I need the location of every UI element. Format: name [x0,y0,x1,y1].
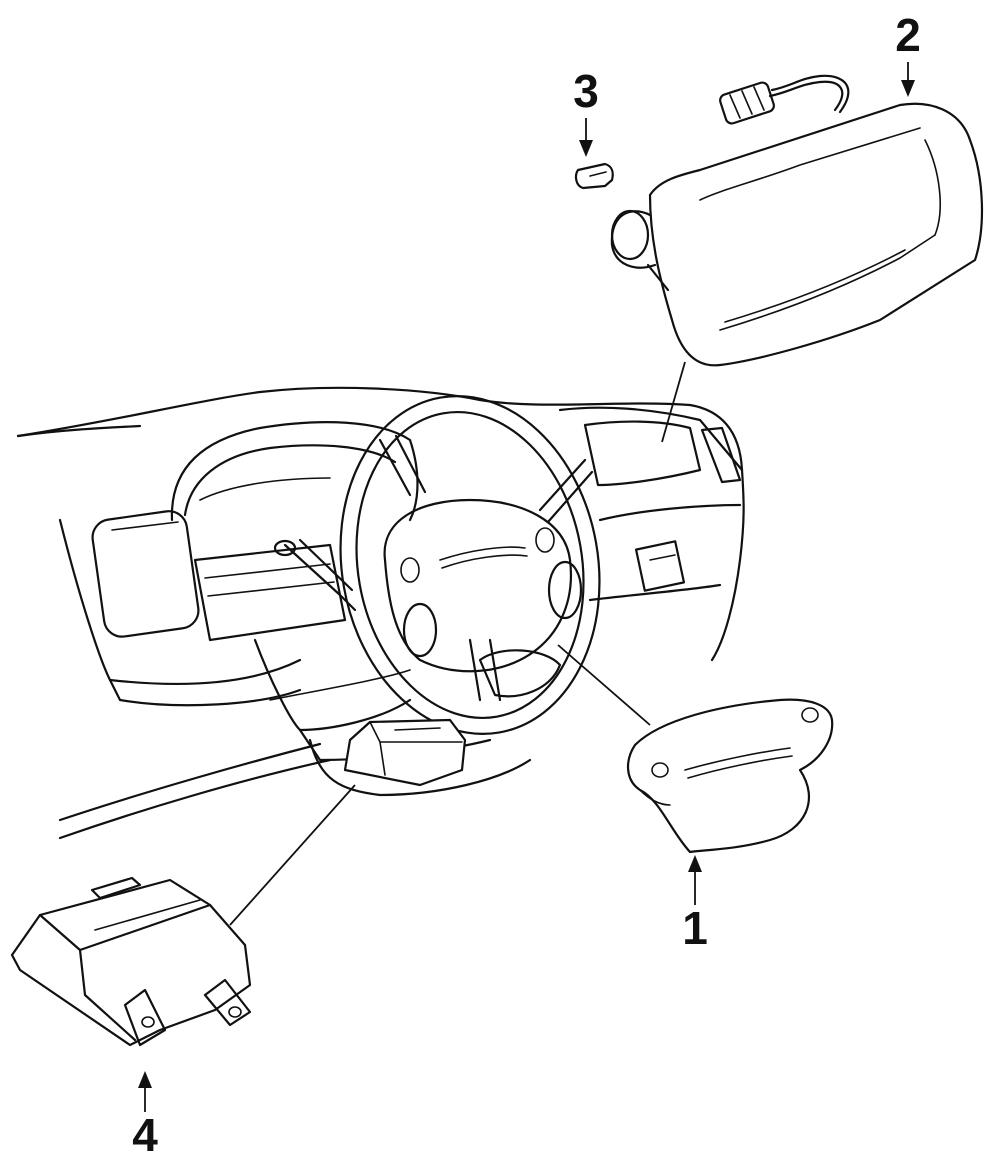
callout-1: 1 [682,902,708,954]
callout-2: 2 [895,9,921,61]
mounted-control-module [343,718,467,787]
leader-lines [229,361,686,926]
dashboard-assembly [16,386,745,840]
driver-airbag-module [627,698,834,854]
callout-3: 3 [573,65,599,117]
steering-wheel [339,395,601,735]
callout-4: 4 [132,1109,158,1161]
sensor-clip [574,162,614,190]
passenger-airbag-module [610,74,984,367]
callout-arrows [138,62,915,1112]
diagnostic-control-module [10,876,252,1047]
